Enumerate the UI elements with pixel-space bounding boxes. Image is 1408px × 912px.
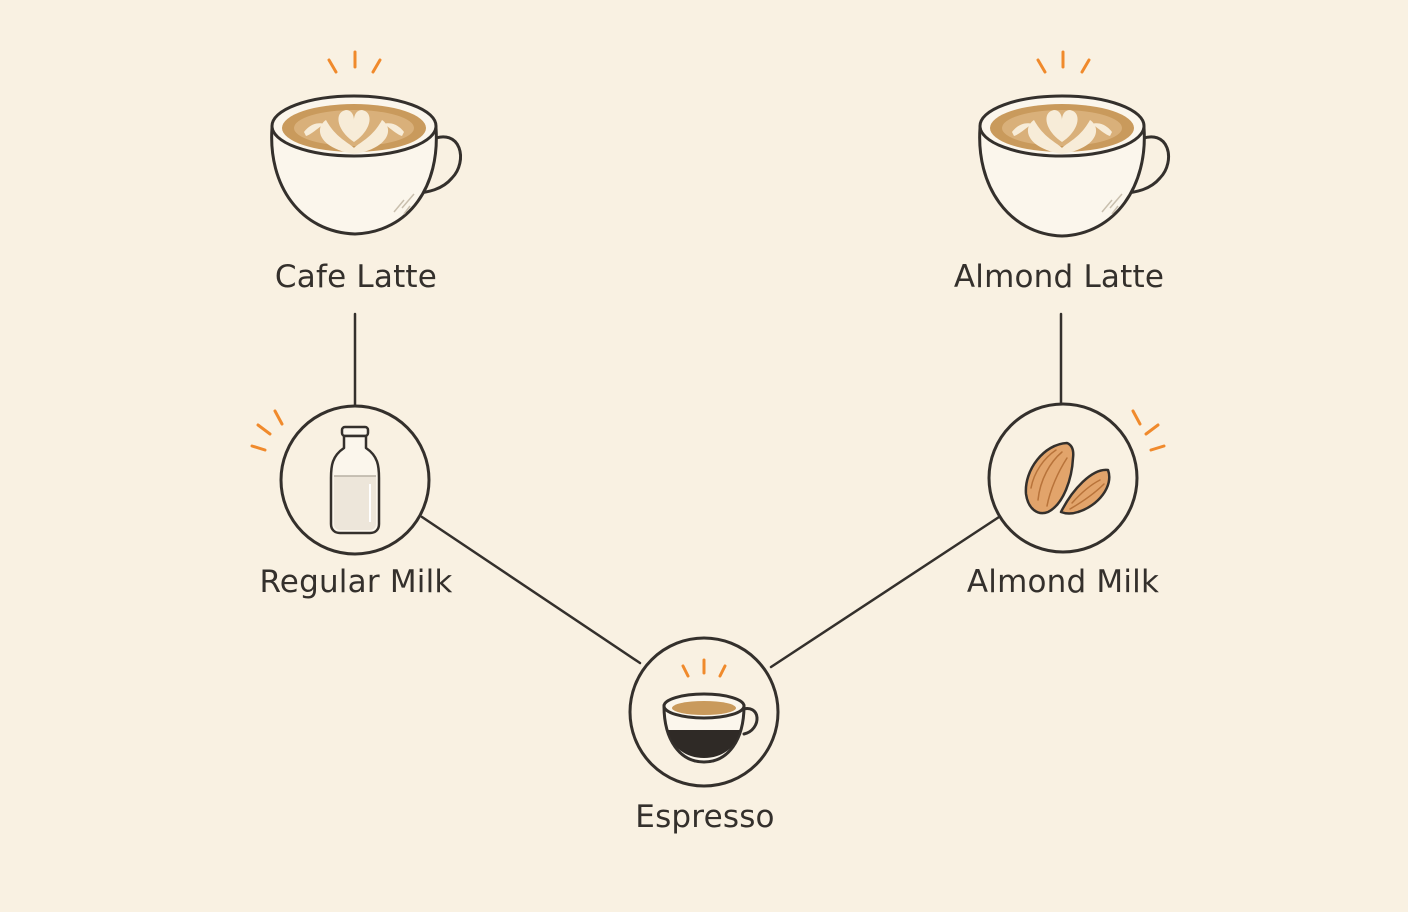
almond-milk-node [987, 402, 1166, 554]
almond-icon [1024, 441, 1111, 515]
sparkle-icon [327, 50, 382, 74]
latte-cup-icon [270, 94, 462, 236]
espresso-cup-icon [662, 692, 759, 764]
edge-espresso-to-almond-milk [769, 515, 1001, 669]
espresso-label: Espresso [635, 799, 775, 835]
edge-espresso-to-regular-milk [420, 515, 642, 665]
sparkle-icon [1036, 50, 1091, 74]
regular-milk-node [250, 404, 431, 556]
sparkle-icon [250, 409, 284, 452]
cafe-latte-node [270, 50, 462, 236]
almond-latte-label: Almond Latte [953, 259, 1165, 295]
almond-latte-node [978, 50, 1170, 238]
regular-milk-label: Regular Milk [259, 564, 453, 600]
milk-bottle-icon [329, 425, 381, 535]
espresso-node [628, 636, 780, 788]
sparkle-icon [681, 658, 727, 678]
almond-milk-label: Almond Milk [966, 564, 1160, 600]
sparkle-icon [1131, 409, 1166, 452]
cafe-latte-label: Cafe Latte [274, 259, 438, 295]
latte-cup-icon [978, 94, 1170, 238]
